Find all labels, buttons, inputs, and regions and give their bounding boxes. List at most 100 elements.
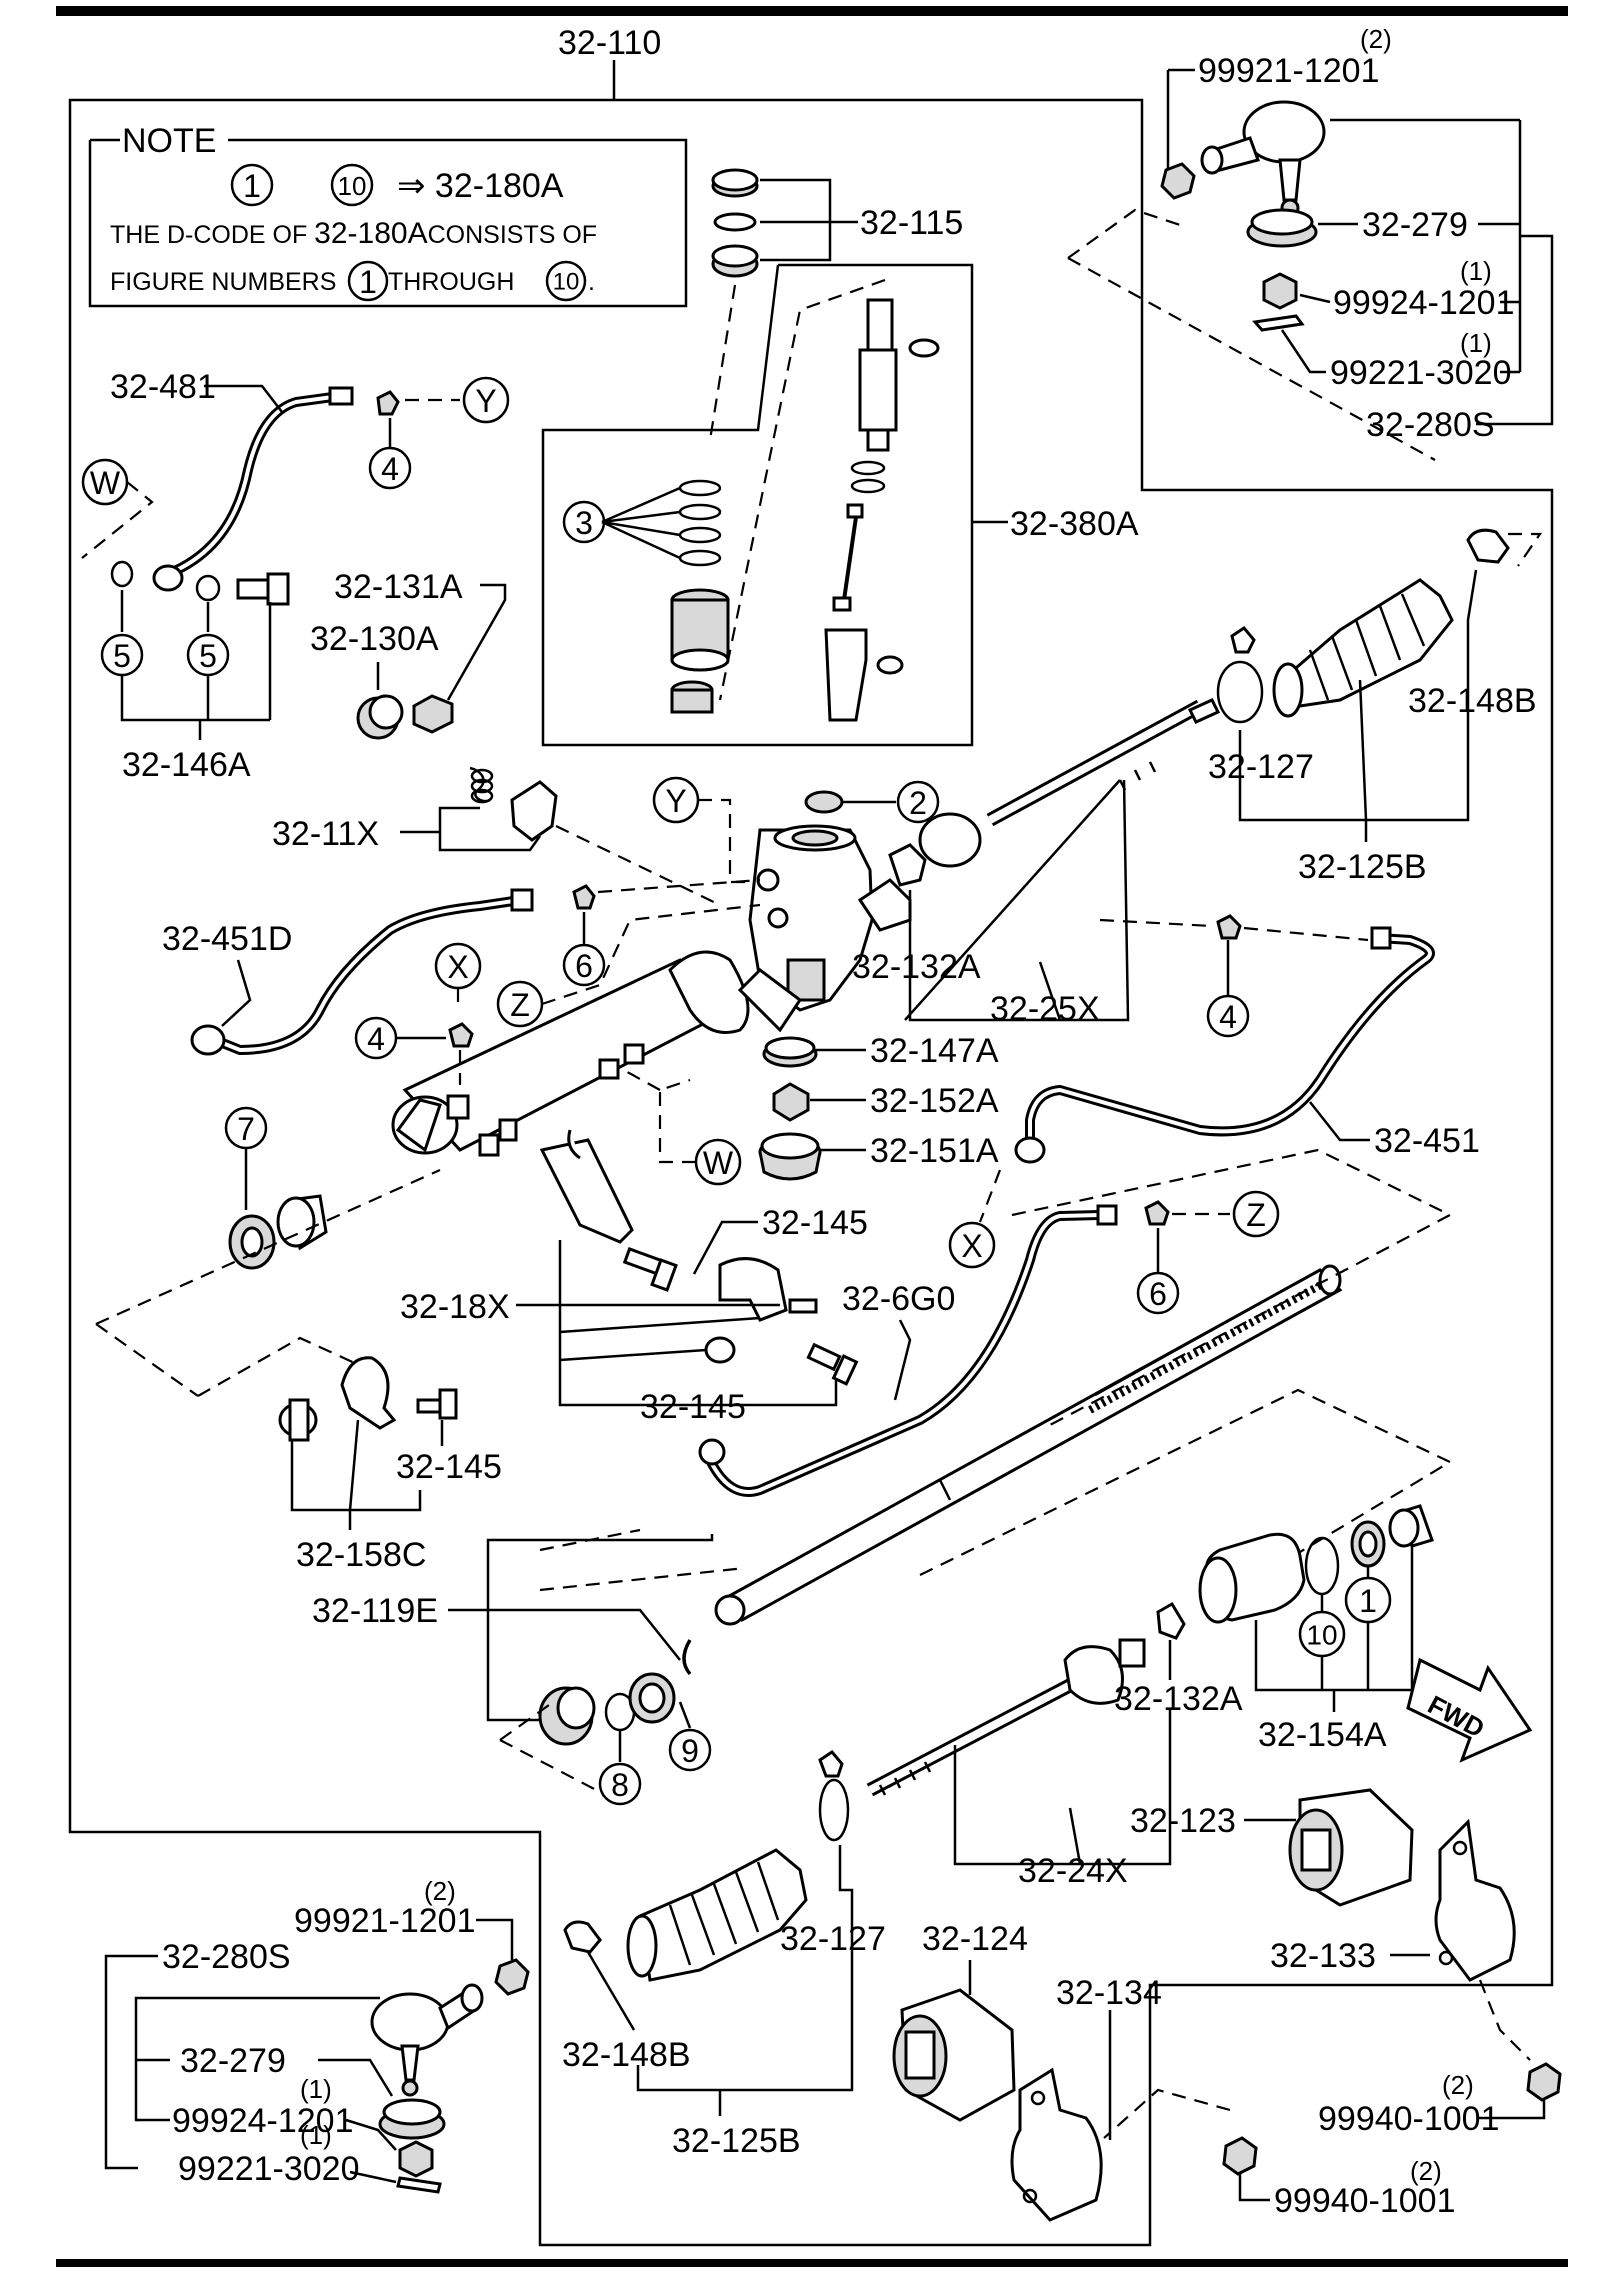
note-line-2e: . bbox=[588, 268, 595, 296]
pipe-32-451: 32-451 bbox=[1014, 926, 1480, 1164]
pipe-32-481: 32-481 4 Y bbox=[110, 368, 510, 592]
note-circle-10: 10 bbox=[338, 171, 367, 201]
inner-tie-rod-lower: 32-24X 32-132A bbox=[866, 1601, 1243, 1890]
label-99921-1201-top: 99921-1201 bbox=[1198, 52, 1380, 90]
label-99940-1001-right-qty: (2) bbox=[1442, 2070, 1474, 2100]
callout-8: 8 bbox=[611, 1767, 629, 1803]
label-32-147a: 32-147A bbox=[870, 1032, 999, 1070]
label-99921-1201-bottom-qty: (2) bbox=[424, 1876, 456, 1906]
label-99940-1001-right: 99940-1001 bbox=[1318, 2100, 1500, 2138]
label-32-481: 32-481 bbox=[110, 368, 216, 406]
callout-4-top: 4 bbox=[381, 451, 399, 487]
label-32-148b-bottom: 32-148B bbox=[562, 2036, 691, 2074]
label-32-280s-bottom: 32-280S bbox=[162, 1938, 291, 1976]
label-32-151a: 32-151A bbox=[870, 1132, 999, 1170]
label-32-133: 32-133 bbox=[1270, 1937, 1376, 1975]
label-99924-1201-bottom-qty: (1) bbox=[300, 2074, 332, 2104]
callout-1: 1 bbox=[1359, 1583, 1377, 1619]
callout-z-low: Z bbox=[1246, 1197, 1266, 1233]
label-99940-1001-bottom: 99940-1001 bbox=[1274, 2182, 1456, 2220]
boot-set-32-154a: 10 1 32-154A bbox=[1198, 1504, 1434, 1754]
callout-9: 9 bbox=[681, 1733, 699, 1769]
mount-bracket-32-133: 32-133 bbox=[1270, 1818, 1531, 2061]
label-99221-3020-bottom-qty: (1) bbox=[300, 2120, 332, 2150]
note-arrow-text: ⇒ 32-180A bbox=[397, 167, 564, 205]
callout-10: 10 bbox=[1306, 1620, 1337, 1651]
label-32-134: 32-134 bbox=[1056, 1974, 1162, 2012]
fwd-arrow-icon: FWD bbox=[1406, 1657, 1533, 1763]
bottom-border-rule bbox=[56, 2259, 1568, 2267]
dust-boot-32-279-top bbox=[1246, 208, 1318, 248]
label-99921-1201-top-qty: (2) bbox=[1360, 24, 1392, 54]
tie-rod-end-bottom bbox=[370, 1983, 484, 2097]
valve-assembly-box-32-380a: 32-380A bbox=[541, 263, 1139, 747]
label-32-127-bottom: 32-127 bbox=[780, 1920, 886, 1958]
clamp-32-158c: 32-145 32-158C bbox=[197, 1336, 502, 1574]
pipe-32-451d: 32-451D bbox=[162, 888, 534, 1056]
tie-rod-end-top bbox=[1200, 100, 1326, 218]
label-32-451d: 32-451D bbox=[162, 920, 292, 958]
callout-7: 7 bbox=[237, 1111, 255, 1147]
label-32-115: 32-115 bbox=[860, 204, 963, 242]
label-32-124: 32-124 bbox=[922, 1920, 1028, 1958]
gear-housing bbox=[391, 824, 912, 1157]
label-99924-1201-bottom: 99924-1201 bbox=[172, 2102, 354, 2140]
mount-bracket-32-134: 32-134 bbox=[1010, 1974, 1162, 2222]
label-32-380a: 32-380A bbox=[1010, 505, 1139, 543]
label-32-131a: 32-131A bbox=[334, 568, 463, 606]
label-32-279-top: 32-279 bbox=[1362, 206, 1468, 244]
label-32-119e: 32-119E bbox=[312, 1592, 438, 1630]
cotter-pin-bottom bbox=[396, 2176, 442, 2194]
label-32-280s-top: 32-280S bbox=[1366, 406, 1495, 444]
callout-6-low: 6 bbox=[1149, 1276, 1167, 1312]
label-32-11x: 32-11X bbox=[272, 815, 379, 853]
label-32-132a-bottom: 32-132A bbox=[1114, 1680, 1243, 1718]
callout-y-mid: Y bbox=[665, 783, 686, 819]
label-32-6g0: 32-6G0 bbox=[842, 1280, 955, 1318]
note-circle-1b: 1 bbox=[359, 264, 377, 300]
yoke-spring-32-11x: 32-11X bbox=[272, 766, 721, 906]
label-32-25x: 32-25X bbox=[990, 990, 1100, 1028]
note-title: NOTE bbox=[122, 122, 216, 160]
nut-99924-top bbox=[1262, 272, 1298, 310]
label-32-145-c: 32-145 bbox=[396, 1448, 502, 1486]
pinion-cap-stack: 32-147A 32-152A 32-151A bbox=[758, 1032, 999, 1181]
banjo-bolt-set-32-146a: 5 5 32-146A bbox=[100, 560, 290, 784]
top-border-rule bbox=[56, 6, 1568, 16]
bracket-group-32-18x: 32-145 32-18X 32-145 bbox=[400, 1129, 868, 1426]
bushing-7 bbox=[228, 1194, 328, 1270]
callout-3: 3 bbox=[575, 505, 593, 541]
callout-z-mid: Z bbox=[510, 987, 530, 1023]
label-99940-1001-bottom-qty: (2) bbox=[1410, 2156, 1442, 2186]
inner-tie-rod-upper bbox=[918, 698, 1221, 868]
pipe-32-6g0: 32-6G0 bbox=[698, 1204, 1118, 1497]
callout-2: 2 bbox=[909, 785, 927, 821]
callout-6-mid: 6 bbox=[575, 948, 593, 984]
dust-boot-32-279-bottom bbox=[378, 2098, 446, 2140]
mount-bushing-32-124: 32-124 bbox=[892, 1920, 1028, 2122]
note-box: NOTE 1 10 ⇒ 32-180A THE D-CODE OF 32-180… bbox=[88, 122, 688, 308]
adjust-screw-32-130a-locknut-32-131a: 32-131A 32-130A bbox=[310, 568, 507, 740]
label-32-145-b: 32-145 bbox=[640, 1388, 746, 1426]
tie-rod-end-group-top: (2) 99921-1201 32-279 (1) 99924-1201 (1)… bbox=[1067, 24, 1554, 461]
label-99924-1201-top: 99924-1201 bbox=[1333, 284, 1515, 322]
label-32-125b-right: 32-125B bbox=[1298, 848, 1427, 886]
label-32-127-right: 32-127 bbox=[1208, 748, 1314, 786]
label-99221-3020-top-qty: (1) bbox=[1460, 328, 1492, 358]
callout-w-left: W bbox=[90, 465, 121, 501]
label-32-145-a: 32-145 bbox=[762, 1204, 868, 1242]
upper-boot-32-125b: 32-148B 32-127 32-125B bbox=[1208, 528, 1543, 886]
nut-99921-top bbox=[1160, 162, 1196, 200]
note-circle-10b: 10 bbox=[553, 269, 580, 296]
callout-x-mid: X bbox=[447, 949, 468, 985]
label-32-110: 32-110 bbox=[558, 24, 661, 62]
note-line-1: THE D-CODE OF 32-180ACONSISTS OF bbox=[110, 217, 597, 250]
callout-4-mid: 4 bbox=[367, 1021, 385, 1057]
label-32-152a: 32-152A bbox=[870, 1082, 999, 1120]
callout-x-low: X bbox=[961, 1228, 982, 1264]
label-99924-1201-top-qty: (1) bbox=[1460, 256, 1492, 286]
label-32-125b-bottom: 32-125B bbox=[672, 2122, 801, 2160]
end-parts-32-119e: 32-119E 8 9 bbox=[312, 1534, 714, 1806]
tie-rod-end-group-bottom: (2) 99921-1201 32-280S 32-279 (1) 99924-… bbox=[104, 1876, 530, 2194]
